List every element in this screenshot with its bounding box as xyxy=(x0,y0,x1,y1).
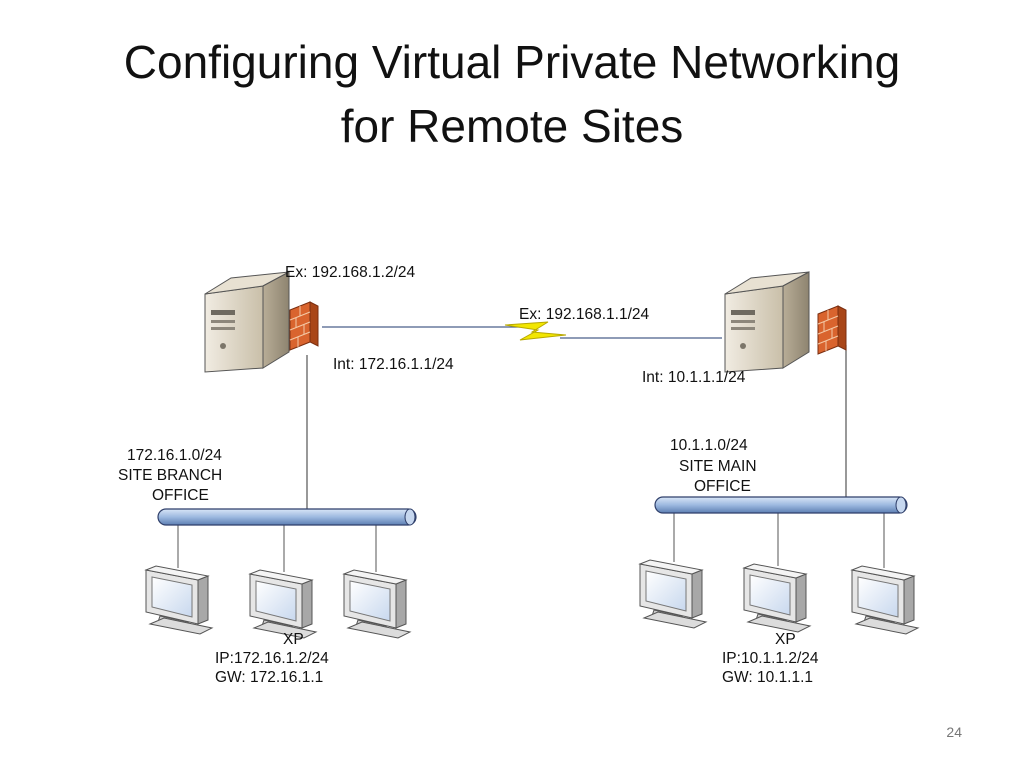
branch-server-icon xyxy=(204,271,290,373)
main-client-os-label: XP xyxy=(775,631,796,648)
slide-number: 24 xyxy=(946,724,962,740)
main-monitor-icon-1 xyxy=(639,559,707,629)
main-server-icon xyxy=(724,271,810,373)
branch-firewall-icon xyxy=(289,301,319,351)
branch-subnet-label: 172.16.1.0/24 xyxy=(127,447,222,464)
branch-server-int-label: Int: 172.16.1.1/24 xyxy=(333,356,454,373)
branch-site-label-1: SITE BRANCH xyxy=(118,467,222,484)
main-site-label-2: OFFICE xyxy=(694,478,751,495)
branch-client-ip-label: IP:172.16.1.2/24 xyxy=(215,650,329,667)
branch-monitor-icon-2 xyxy=(249,569,317,639)
branch-client-os-label: XP xyxy=(283,631,304,648)
vpn-link xyxy=(504,321,567,341)
branch-server-ex-label: Ex: 192.168.1.2/24 xyxy=(285,264,416,281)
main-monitor-icon-3 xyxy=(851,565,919,635)
branch-monitor-icon-1 xyxy=(145,565,213,635)
main-monitor-icon-2 xyxy=(743,563,811,633)
slide-title: Configuring Virtual Private Networking f… xyxy=(20,30,1004,158)
main-subnet-label: 10.1.1.0/24 xyxy=(670,437,748,454)
main-firewall-icon xyxy=(817,305,847,355)
branch-site-label-2: OFFICE xyxy=(152,487,209,504)
branch-monitor-icon-3 xyxy=(343,569,411,639)
title-line-1: Configuring Virtual Private Networking xyxy=(123,36,901,88)
branch-client-gw-label: GW: 172.16.1.1 xyxy=(215,669,323,686)
branch-network-bus xyxy=(157,508,417,526)
main-site-label-1: SITE MAIN xyxy=(679,458,757,475)
main-network-bus xyxy=(654,496,908,514)
main-server-int-label: Int: 10.1.1.1/24 xyxy=(642,369,746,386)
main-client-gw-label: GW: 10.1.1.1 xyxy=(722,669,813,686)
main-client-ip-label: IP:10.1.1.2/24 xyxy=(722,650,819,667)
title-line-2: for Remote Sites xyxy=(340,100,684,152)
main-server-ex-label: Ex: 192.168.1.1/24 xyxy=(519,306,650,323)
